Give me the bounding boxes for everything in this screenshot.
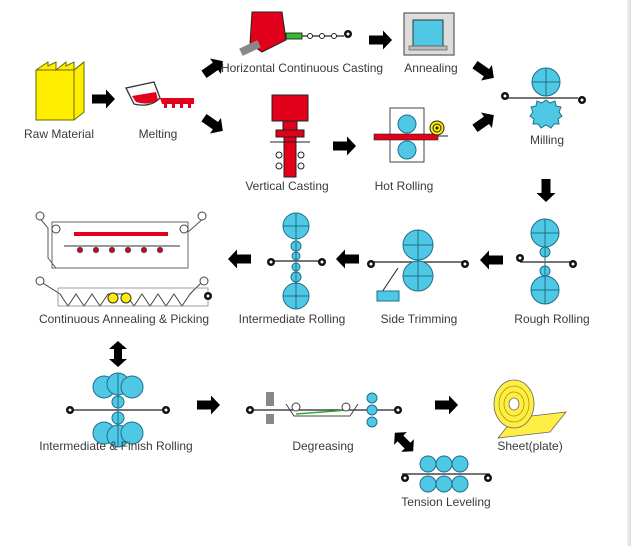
arrow-icon (336, 249, 359, 269)
hot-rolling-label: Hot Rolling (375, 179, 434, 193)
raw-material-label: Raw Material (24, 127, 94, 141)
double-arrow-icon (109, 341, 127, 367)
arrow-icon (333, 136, 356, 156)
vertical-casting-icon (270, 94, 310, 178)
rough-rolling-label: Rough Rolling (514, 312, 589, 326)
intermediate-rolling-icon (267, 212, 326, 310)
arrow-icon (536, 179, 556, 202)
arrow-icon (435, 395, 458, 415)
tension-leveling-icon (401, 455, 492, 493)
intermediate-finish-rolling-icon (66, 372, 170, 448)
continuous-annealing-icon (35, 211, 212, 307)
vertical-casting-label: Vertical Casting (245, 179, 328, 193)
double-arrow-icon (388, 426, 420, 458)
side-trimming-icon (367, 229, 469, 302)
degreasing-icon (246, 392, 402, 428)
horizontal-casting-label: Horizontal Continuous Casting (221, 61, 383, 75)
arrow-icon (469, 56, 500, 86)
melting-ladle-icon (125, 81, 194, 108)
rough-rolling-icon (516, 218, 577, 305)
annealing-label: Annealing (404, 61, 457, 75)
annealing-furnace-icon (403, 12, 455, 56)
arrow-icon (228, 249, 251, 269)
tension-leveling-label: Tension Leveling (401, 495, 490, 509)
arrow-icon (92, 89, 115, 109)
arrow-icon (369, 30, 392, 50)
degreasing-label: Degreasing (292, 439, 353, 453)
raw-material-icon (35, 60, 85, 121)
sheet-label: Sheet(plate) (497, 439, 562, 453)
sheet-coil-icon (493, 379, 567, 439)
horizontal-casting-icon (239, 11, 352, 56)
arrow-icon (197, 395, 220, 415)
intermediate-rolling-label: Intermediate Rolling (239, 312, 346, 326)
continuous-annealing-label: Continuous Annealing & Picking (39, 312, 209, 326)
arrow-icon (469, 107, 500, 137)
side-trimming-label: Side Trimming (381, 312, 458, 326)
melting-label: Melting (139, 127, 178, 141)
milling-icon (501, 67, 586, 129)
hot-rolling-icon (373, 107, 448, 163)
arrow-icon (198, 109, 229, 139)
arrow-icon (480, 250, 503, 270)
milling-label: Milling (530, 133, 564, 147)
page-edge (627, 0, 631, 546)
intermediate-finish-rolling-label: Intermediate & Finish Rolling (39, 439, 192, 453)
